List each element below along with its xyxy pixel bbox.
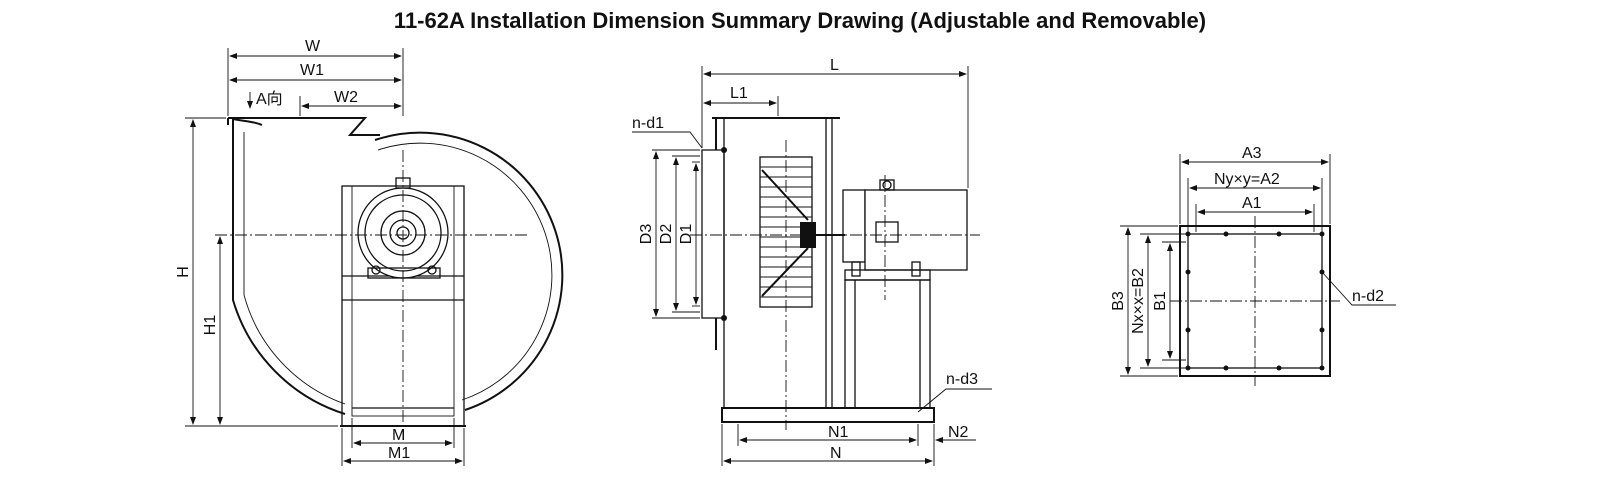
label-n-d2: n-d2 bbox=[1352, 288, 1384, 305]
dim-h1: H1 bbox=[202, 315, 219, 336]
dim-a1: A1 bbox=[1242, 195, 1262, 212]
dim-n1: N1 bbox=[828, 424, 849, 441]
dim-l: L bbox=[830, 57, 839, 74]
dim-l1: L1 bbox=[730, 85, 748, 102]
scroll-outer bbox=[374, 131, 564, 411]
base-plate bbox=[721, 407, 935, 423]
scroll-housing bbox=[232, 118, 346, 415]
dim-w1: W1 bbox=[300, 62, 324, 79]
label-n-d3: n-d3 bbox=[946, 371, 978, 388]
housing-side bbox=[723, 117, 833, 409]
label-a-direction: A向 bbox=[256, 90, 283, 108]
dim-d1: D1 bbox=[678, 224, 695, 245]
dim-m1: M1 bbox=[388, 445, 410, 462]
dim-n: N bbox=[830, 445, 842, 462]
label-n-d1: n-d1 bbox=[632, 115, 664, 132]
dim-nx-x-b2: Nx×x=B2 bbox=[1130, 268, 1147, 334]
dim-w: W bbox=[305, 38, 321, 55]
front-view: W W1 A向 W2 H H1 M M1 bbox=[175, 38, 564, 466]
inlet-flange bbox=[701, 149, 725, 319]
dim-n2: N2 bbox=[948, 424, 969, 441]
side-view: L L1 n-d1 D3 D2 D1 n-d3 N1 N N2 bbox=[632, 57, 992, 466]
drawing-title: 11-62A Installation Dimension Summary Dr… bbox=[393, 8, 1207, 33]
dim-a3: A3 bbox=[1242, 145, 1262, 162]
dim-d3: D3 bbox=[638, 224, 655, 245]
flange-view: A3 Ny×y=A2 A1 B3 Nx×x=B2 B1 n-d2 bbox=[1110, 145, 1396, 386]
dim-b1: B1 bbox=[1152, 291, 1169, 311]
dim-d2: D2 bbox=[658, 224, 675, 245]
motor-pedestal bbox=[844, 279, 931, 409]
dim-m: M bbox=[392, 427, 405, 444]
dim-ny-y-a2: Ny×y=A2 bbox=[1214, 171, 1280, 188]
dim-w2: W2 bbox=[334, 89, 358, 106]
dim-h: H bbox=[175, 266, 192, 278]
motor-side bbox=[864, 189, 968, 271]
dim-b3: B3 bbox=[1110, 291, 1127, 311]
